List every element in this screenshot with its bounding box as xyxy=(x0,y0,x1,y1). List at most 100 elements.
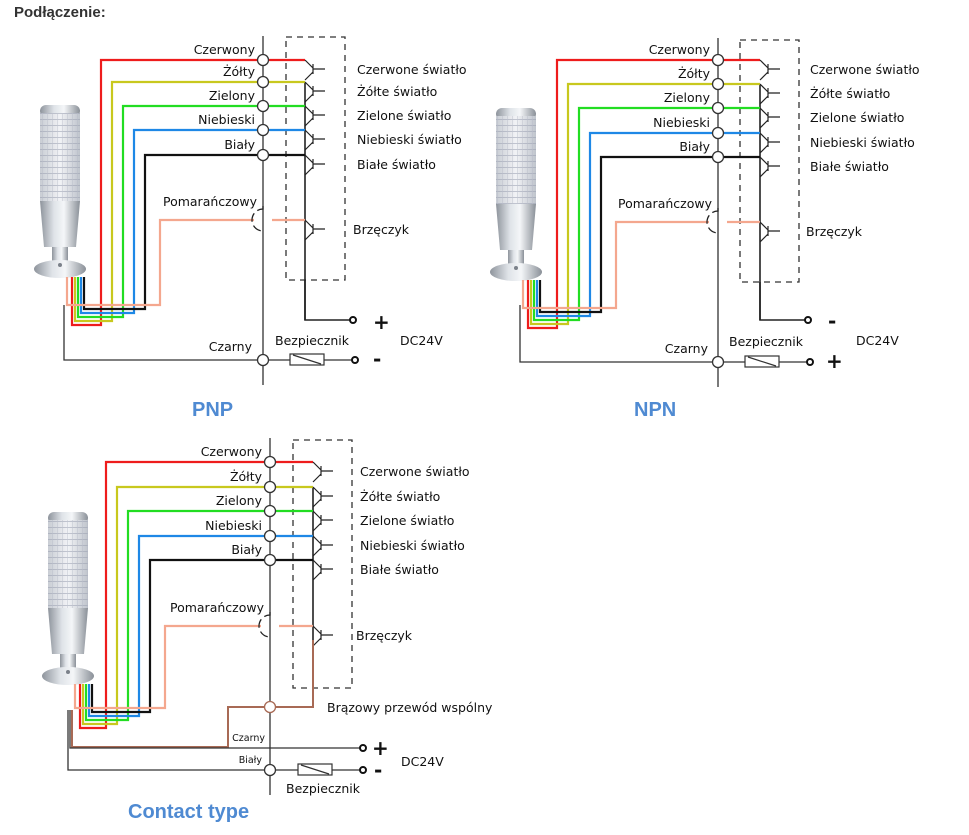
switch-contact-icon xyxy=(304,105,325,127)
light-switch-black xyxy=(312,559,333,581)
buzzer-label: Brzęczyk xyxy=(806,224,863,239)
light-switch-green xyxy=(304,105,325,127)
terminal-red xyxy=(263,455,277,469)
switch-contact-icon xyxy=(304,154,325,176)
ground-wire-label: Czarny xyxy=(665,341,709,356)
wire-label: Żółty xyxy=(230,469,263,484)
buzzer-label: Brzęczyk xyxy=(353,222,410,237)
wire-label: Czerwony xyxy=(201,444,263,459)
fuse-icon xyxy=(297,763,333,776)
terminal-black xyxy=(263,553,277,567)
controller-dashed-box xyxy=(285,36,346,281)
ground-terminal xyxy=(256,353,270,367)
minus-wire-label: Biały xyxy=(239,755,263,766)
lamp-base-screw xyxy=(58,263,62,267)
signal-tower-lamp-icon xyxy=(42,512,94,685)
supply-top-line xyxy=(759,282,808,321)
lamp-base xyxy=(34,260,86,278)
light-label: Zielone światło xyxy=(810,110,904,125)
ground-wire-label: Czarny xyxy=(209,339,253,354)
controller-dashed-box xyxy=(292,439,353,689)
light-switch-yellow xyxy=(759,83,780,105)
supply-voltage-label: DC24V xyxy=(856,333,899,348)
minus-terminal xyxy=(263,763,277,777)
wire-label: Zielony xyxy=(664,90,711,105)
diagram-title: Contact type xyxy=(128,801,249,823)
top-terminal-sign: + xyxy=(373,310,390,334)
wire-label: Czerwony xyxy=(649,42,711,57)
terminal-green xyxy=(263,504,277,518)
switch-contact-icon xyxy=(312,625,333,647)
light-label: Zielone światło xyxy=(357,108,451,123)
wire-crossover-icon xyxy=(251,206,264,232)
light-switch-green xyxy=(312,510,333,532)
fuse-element xyxy=(747,356,777,367)
switch-contact-icon xyxy=(312,486,333,508)
terminal-black xyxy=(256,148,270,162)
light-switch-blue xyxy=(312,535,333,557)
wire-label: Czerwony xyxy=(194,42,256,57)
lamp-body xyxy=(496,204,536,250)
wire-green xyxy=(532,106,760,322)
buzzer-switch xyxy=(312,625,333,647)
light-switch-green xyxy=(759,107,780,129)
top-terminal-sign: - xyxy=(828,309,836,333)
light-label: Białe światło xyxy=(357,157,436,172)
top-terminal-sign: + xyxy=(372,736,389,760)
terminal-yellow xyxy=(256,75,270,89)
light-label: Żółte światło xyxy=(360,489,440,504)
terminal-blue xyxy=(711,126,725,140)
wire-label: Zielony xyxy=(209,88,256,103)
wire-black xyxy=(538,155,760,314)
light-label: Czerwone światło xyxy=(357,62,467,77)
switch-contact-icon xyxy=(312,510,333,532)
fuse-label: Bezpiecznik xyxy=(286,781,361,796)
switch-contact-icon xyxy=(312,559,333,581)
wire-black xyxy=(82,153,305,311)
wire-brown-common xyxy=(71,640,314,748)
switch-contact-icon xyxy=(304,219,325,241)
wire-label: Niebieski xyxy=(653,115,710,130)
lamp-neck xyxy=(52,247,68,263)
terminal-blue xyxy=(256,123,270,137)
wire-blue xyxy=(535,131,760,318)
buzzer-switch xyxy=(759,221,780,243)
wire-orange xyxy=(65,218,254,307)
fuse-icon xyxy=(744,355,780,368)
supply-terminal xyxy=(349,316,357,324)
terminal-blue xyxy=(263,529,277,543)
terminal-green xyxy=(711,101,725,115)
wire-red xyxy=(78,460,313,730)
light-switch-red xyxy=(304,59,325,81)
lamp-base xyxy=(490,263,542,281)
lamp-body xyxy=(48,608,88,654)
buzzer-wire-label: Pomarańczowy xyxy=(618,196,713,211)
wire-blue xyxy=(87,534,313,718)
bottom-terminal-sign: + xyxy=(826,349,843,373)
lamp-lens-ribs xyxy=(48,520,88,608)
light-switch-black xyxy=(759,156,780,178)
buzzer-wire-label: Pomarańczowy xyxy=(170,600,265,615)
plus-wire xyxy=(69,710,363,749)
controller-dashed-box xyxy=(739,39,800,283)
lamp-base-screw xyxy=(66,670,70,674)
terminal-red xyxy=(711,53,725,67)
fuse-label: Bezpiecznik xyxy=(729,334,804,349)
light-label: Zielone światło xyxy=(360,513,454,528)
light-label: Czerwone światło xyxy=(360,464,470,479)
light-switch-yellow xyxy=(304,81,325,103)
wire-label: Biały xyxy=(231,542,262,557)
lamp-body xyxy=(40,201,80,247)
wire-black xyxy=(90,558,313,714)
terminal-yellow xyxy=(263,480,277,494)
light-label: Niebieski światło xyxy=(360,538,465,553)
supply-terminal xyxy=(806,358,814,366)
wire-blue xyxy=(79,128,305,315)
wire-green xyxy=(76,104,305,319)
light-label: Żółte światło xyxy=(810,86,890,101)
switch-contact-icon xyxy=(759,83,780,105)
